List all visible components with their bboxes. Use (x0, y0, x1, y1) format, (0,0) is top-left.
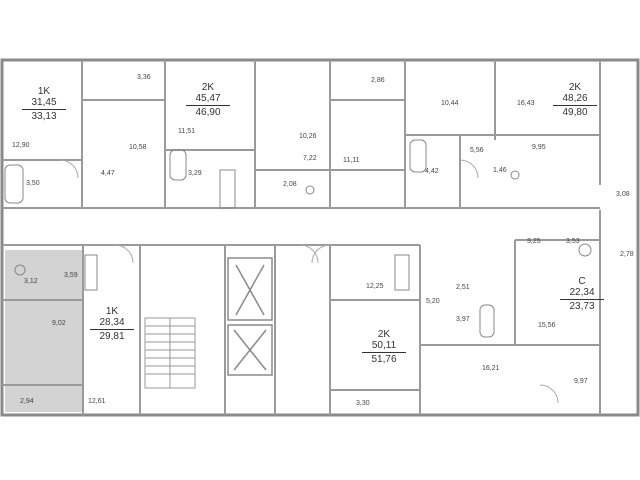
room-area: 2,08 (283, 181, 297, 188)
room-area: 2,94 (20, 398, 34, 405)
room-area: 12,25 (366, 283, 384, 290)
room-area: 2,51 (456, 284, 470, 291)
apartment-living-area: 31,45 (22, 97, 66, 110)
room-area: 3,36 (137, 74, 151, 81)
room-area: 10,58 (129, 144, 147, 151)
apartment-type: 2K (201, 82, 215, 93)
room-area: 3,53 (566, 238, 580, 245)
apartment-living-area: 45,47 (186, 93, 230, 106)
apartment-living-area: 22,34 (560, 287, 604, 300)
apartment-total-area: 46,90 (195, 107, 221, 118)
room-area: 2,86 (371, 77, 385, 84)
staircase (144, 317, 196, 389)
apartment-total-area: 33,13 (31, 111, 57, 122)
apartment-total-area: 51,76 (371, 354, 397, 365)
bathroom-fixtures (4, 139, 592, 338)
apartment-label: C 22,34 23,73 (560, 276, 604, 312)
apartment-type: 2K (377, 329, 391, 340)
room-area: 12,61 (88, 398, 106, 405)
apartment-living-area: 50,11 (362, 340, 406, 353)
apartment-label: 2K 45,47 46,90 (186, 82, 230, 118)
apartment-total-area: 49,80 (562, 107, 588, 118)
interior-walls (2, 60, 601, 415)
room-area: 2,78 (620, 251, 634, 258)
apartment-type: 1K (37, 86, 51, 97)
room-area: 4,42 (425, 168, 439, 175)
doors (59, 159, 559, 404)
apartment-total-area: 23,73 (569, 301, 595, 312)
apartment-type: C (578, 276, 586, 287)
room-area: 16,21 (482, 365, 500, 372)
room-area: 3,97 (456, 316, 470, 323)
room-area: 12,90 (12, 142, 30, 149)
room-area: 3,50 (26, 180, 40, 187)
apartment-type: 2K (568, 82, 582, 93)
apartment-total-area: 29,81 (99, 331, 125, 342)
room-area: 15,56 (538, 322, 556, 329)
room-area: 9,97 (574, 378, 588, 385)
apartment-living-area: 28,34 (90, 317, 134, 330)
room-area: 1,46 (493, 167, 507, 174)
apartment-type: 1K (105, 306, 119, 317)
room-area: 5,20 (426, 298, 440, 305)
room-area: 3,59 (64, 272, 78, 279)
room-area: 16,43 (517, 100, 535, 107)
room-area: 4,47 (101, 170, 115, 177)
room-area: 3,30 (356, 400, 370, 407)
room-area: 9,02 (52, 320, 66, 327)
apartment-label: 1K 28,34 29,81 (90, 306, 134, 342)
elevator-core (227, 257, 273, 376)
room-area: 11,51 (178, 128, 195, 135)
apartment-living-area: 48,26 (553, 93, 597, 106)
room-area: 3,12 (24, 278, 38, 285)
room-area: 11,11 (343, 157, 360, 164)
room-area: 10,44 (441, 100, 459, 107)
room-area: 10,26 (299, 133, 317, 140)
apartment-label: 1K 31,45 33,13 (22, 86, 66, 122)
apartment-label: 2K 50,11 51,76 (362, 329, 406, 365)
room-area: 9,95 (532, 144, 546, 151)
room-area: 7,22 (303, 155, 317, 162)
room-area: 3,25 (527, 238, 541, 245)
room-area: 5,56 (470, 147, 484, 154)
room-area: 3,08 (616, 191, 630, 198)
room-area: 3,29 (188, 170, 202, 177)
apartment-label: 2K 48,26 49,80 (553, 82, 597, 118)
outer-walls (0, 58, 640, 417)
